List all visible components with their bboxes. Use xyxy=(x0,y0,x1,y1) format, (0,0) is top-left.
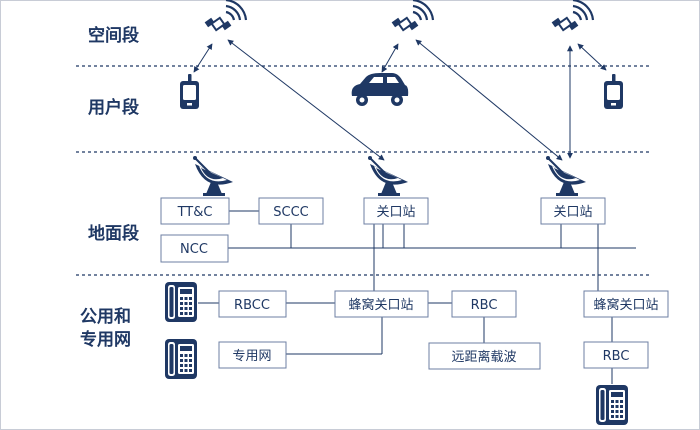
ttc-label: TT&C xyxy=(177,205,213,220)
satellite-icon xyxy=(390,0,435,32)
ground-segment-label: 地面段 xyxy=(88,223,139,244)
link-sat1-gateway1 xyxy=(227,39,385,161)
user-segment-label: 用户段 xyxy=(88,97,139,118)
satellite-dish-icon xyxy=(367,155,409,197)
ncc-box xyxy=(160,234,229,263)
satellite-dish-icon xyxy=(545,155,587,197)
link-sat2-car xyxy=(381,43,399,73)
remote-carrier-label: 远距离载波 xyxy=(451,349,516,365)
handheld-phone-icon xyxy=(180,74,199,109)
car-icon xyxy=(351,73,409,106)
rbcc-label: RBCC xyxy=(234,298,270,313)
network-segment-label-line2: 专用网 xyxy=(80,329,131,350)
gateway-label-1: 关口站 xyxy=(376,205,415,220)
gateway-label-2: 关口站 xyxy=(553,205,592,220)
ncc-label: NCC xyxy=(180,242,208,257)
rbc-label-1: RBC xyxy=(471,298,498,313)
gateway-box-1 xyxy=(363,197,429,225)
link-sat2-gateway2 xyxy=(415,39,563,161)
rbc-box-2 xyxy=(583,341,649,369)
satellite-icon xyxy=(550,0,595,32)
rbc-box-1 xyxy=(451,290,517,318)
remote-carrier-box xyxy=(428,342,541,370)
private-network-box xyxy=(218,341,287,369)
handheld-phone-icon xyxy=(604,74,623,109)
cellular-gateway-label-1: 蜂窝关口站 xyxy=(348,297,413,313)
desk-phone-icon xyxy=(165,282,197,322)
satellite-dish-icon xyxy=(192,155,234,197)
cellular-gateway-box-1 xyxy=(334,290,429,318)
network-segment-label-line1: 公用和 xyxy=(80,307,131,327)
cellular-gateway-box-2 xyxy=(583,290,669,318)
rbc-label-2: RBC xyxy=(603,349,630,364)
sccc-box xyxy=(258,197,324,225)
link-sat3-phone xyxy=(577,43,607,71)
gateway-box-2 xyxy=(540,197,606,225)
private-network-label: 专用网 xyxy=(232,349,271,364)
desk-phone-icon xyxy=(596,385,628,425)
space-segment-label: 空间段 xyxy=(88,25,139,46)
rbcc-box xyxy=(218,290,287,318)
satellite-icon xyxy=(203,0,248,32)
sccc-label: SCCC xyxy=(273,205,308,220)
ttc-box xyxy=(160,197,230,225)
desk-phone-icon xyxy=(165,339,197,379)
cellular-gateway-label-2: 蜂窝关口站 xyxy=(593,297,658,313)
link-sat1-phone xyxy=(193,43,213,73)
